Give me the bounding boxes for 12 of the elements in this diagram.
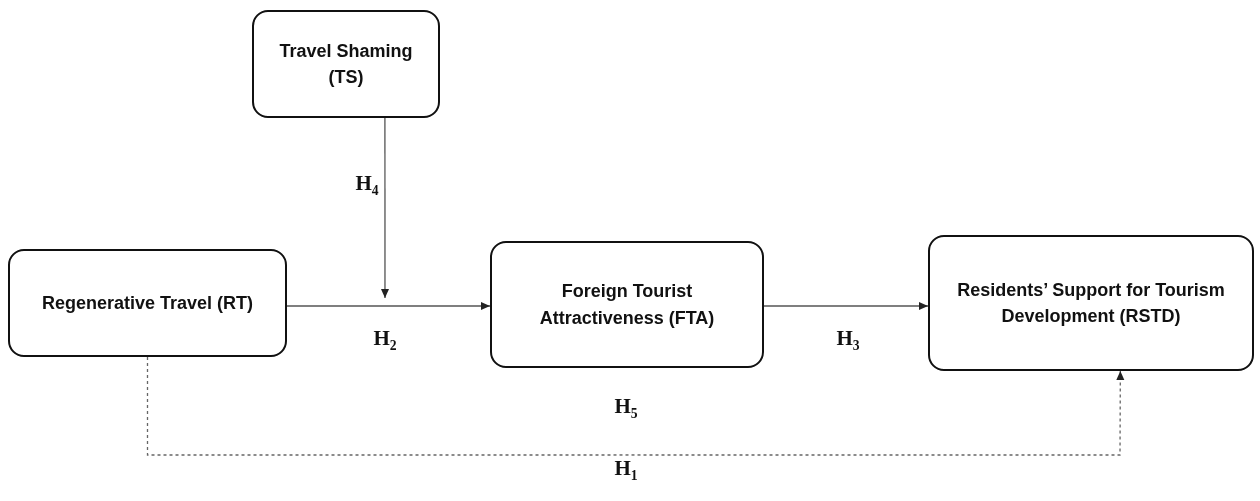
- box-label: Regenerative Travel (RT): [41, 291, 254, 315]
- box-label: Travel Shaming (TS): [278, 39, 414, 89]
- arrow: [763, 302, 929, 310]
- box-label: Foreign Tourist Attractiveness (FTA): [538, 280, 716, 330]
- dashed-arrow: [146, 356, 1125, 456]
- rounded-box: [252, 10, 440, 118]
- box-label: Residents’ Support for Tourism Development (RSTD): [956, 278, 1226, 328]
- rounded-box: [490, 241, 764, 368]
- rounded-box: [8, 249, 287, 357]
- arrow: [381, 117, 389, 299]
- arrow: [286, 302, 491, 310]
- rounded-box: [928, 235, 1254, 371]
